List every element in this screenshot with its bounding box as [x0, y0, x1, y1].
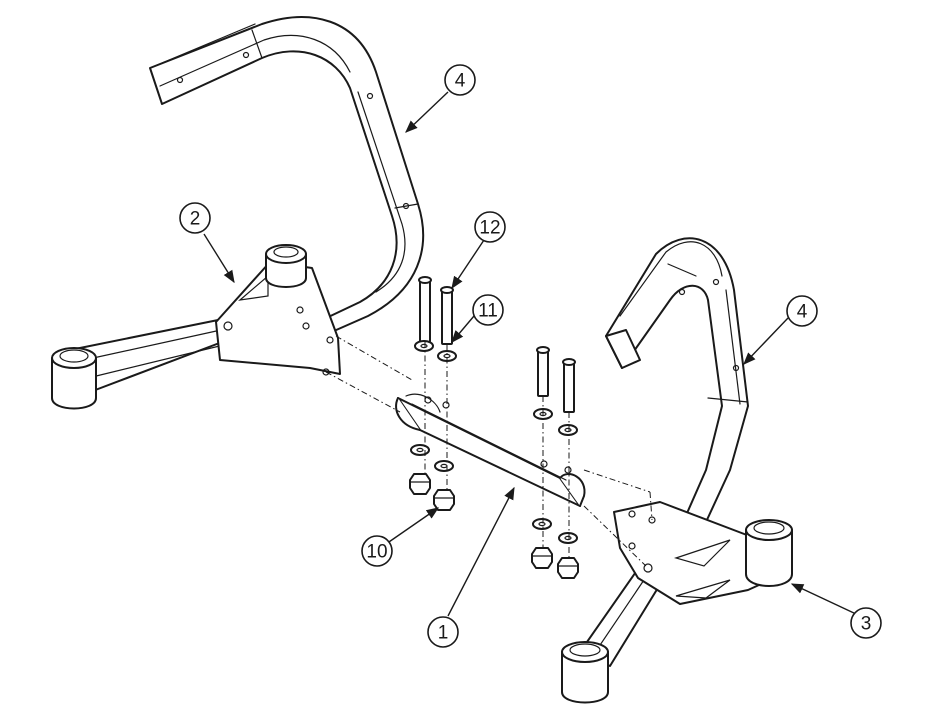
- washer: [558, 532, 578, 544]
- callout-10: 10: [361, 535, 393, 567]
- bolt: [562, 358, 576, 413]
- nuts: [409, 473, 579, 579]
- bolt: [440, 286, 454, 345]
- callout-11: 11: [472, 294, 504, 326]
- left-base-frame: [51, 244, 341, 410]
- assembly-center-lines: [325, 335, 653, 567]
- right-upright-tube: [605, 237, 749, 523]
- callout-4-left: 4: [444, 64, 476, 96]
- callout-label: 2: [190, 209, 201, 230]
- nut: [557, 557, 579, 579]
- callout-label: 1: [438, 623, 449, 644]
- callout-12: 12: [474, 211, 506, 243]
- callout-label: 10: [366, 542, 387, 563]
- washer: [414, 340, 434, 352]
- callout-label: 4: [797, 302, 808, 323]
- bolt: [418, 276, 432, 343]
- nut: [409, 473, 431, 495]
- left-upright-tube: [149, 16, 425, 339]
- callout-1: 1: [427, 616, 459, 648]
- bolt: [536, 346, 550, 397]
- washer: [532, 518, 552, 530]
- callout-label: 4: [455, 71, 466, 92]
- callout-label: 3: [861, 614, 872, 635]
- center-crossbar: [395, 393, 586, 507]
- washer: [558, 424, 578, 436]
- washers: [410, 340, 578, 544]
- nut: [531, 547, 553, 569]
- callout-label: 11: [478, 301, 498, 322]
- callout-3: 3: [850, 607, 882, 639]
- washer: [410, 444, 430, 456]
- right-base-frame: [561, 501, 793, 704]
- callout-label: 12: [479, 218, 500, 239]
- callout-4-right: 4: [786, 295, 818, 327]
- callout-2: 2: [179, 202, 211, 234]
- washer: [434, 460, 454, 472]
- nut: [433, 489, 455, 511]
- leader-lines: [203, 91, 857, 617]
